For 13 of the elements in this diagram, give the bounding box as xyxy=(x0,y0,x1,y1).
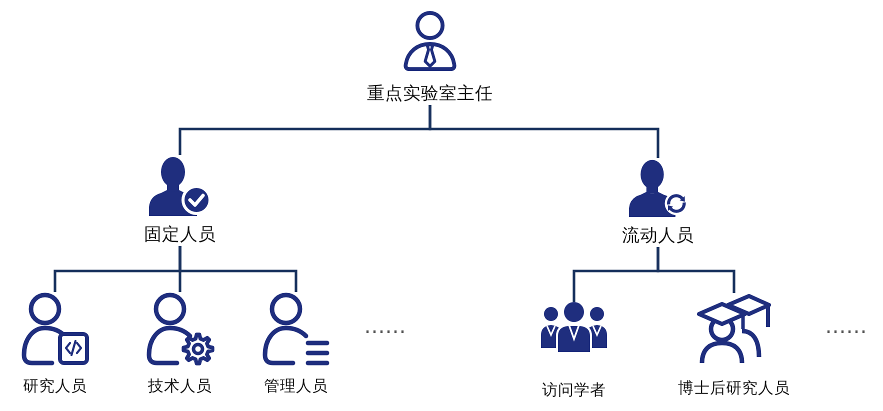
role-title: 访问学者 xyxy=(542,381,606,400)
role-title: 重点实验室主任 xyxy=(367,84,493,105)
role-title: 技术人员 xyxy=(148,377,212,396)
role-title: 流动人员 xyxy=(622,226,694,247)
ellipsis-text: …… xyxy=(825,316,867,337)
role-title: 管理人员 xyxy=(264,377,328,396)
connector-line xyxy=(178,246,298,292)
connector-line xyxy=(656,247,736,293)
connector-line xyxy=(428,105,660,158)
ellipsis-text: …… xyxy=(364,316,406,337)
role-title: 博士后研究人员 xyxy=(678,379,790,398)
role-title: 固定人员 xyxy=(144,225,216,246)
role-title: 研究人员 xyxy=(23,377,87,396)
